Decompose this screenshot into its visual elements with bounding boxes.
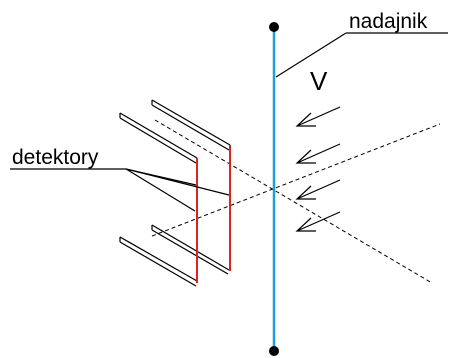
detector-plate-1 <box>151 99 231 151</box>
detectors-leader <box>10 168 230 212</box>
flow-arrow-icon <box>295 106 341 127</box>
detectors-label: detektory <box>12 146 99 169</box>
detector-plate-3 <box>151 224 230 275</box>
detector-plate-4 <box>119 236 198 287</box>
dashed-beam-lines <box>151 119 441 284</box>
dashed-beam-line-1 <box>154 119 433 284</box>
flow-arrows <box>295 106 341 232</box>
detector-bars <box>196 145 231 283</box>
transmitter-leader <box>275 32 448 78</box>
flow-arrow-icon <box>295 143 341 164</box>
dashed-beam-line-2 <box>151 123 441 237</box>
rod-bottom-dot-icon <box>269 346 279 356</box>
detector-plate-2 <box>119 112 198 164</box>
rod-top-dot-icon <box>269 22 279 32</box>
flow-arrow-icon <box>295 211 341 232</box>
flow-arrow-icon <box>295 179 341 200</box>
transmitter-label: nadajnik <box>349 10 428 33</box>
detector-plates <box>119 99 231 287</box>
velocity-label: V <box>310 66 328 96</box>
